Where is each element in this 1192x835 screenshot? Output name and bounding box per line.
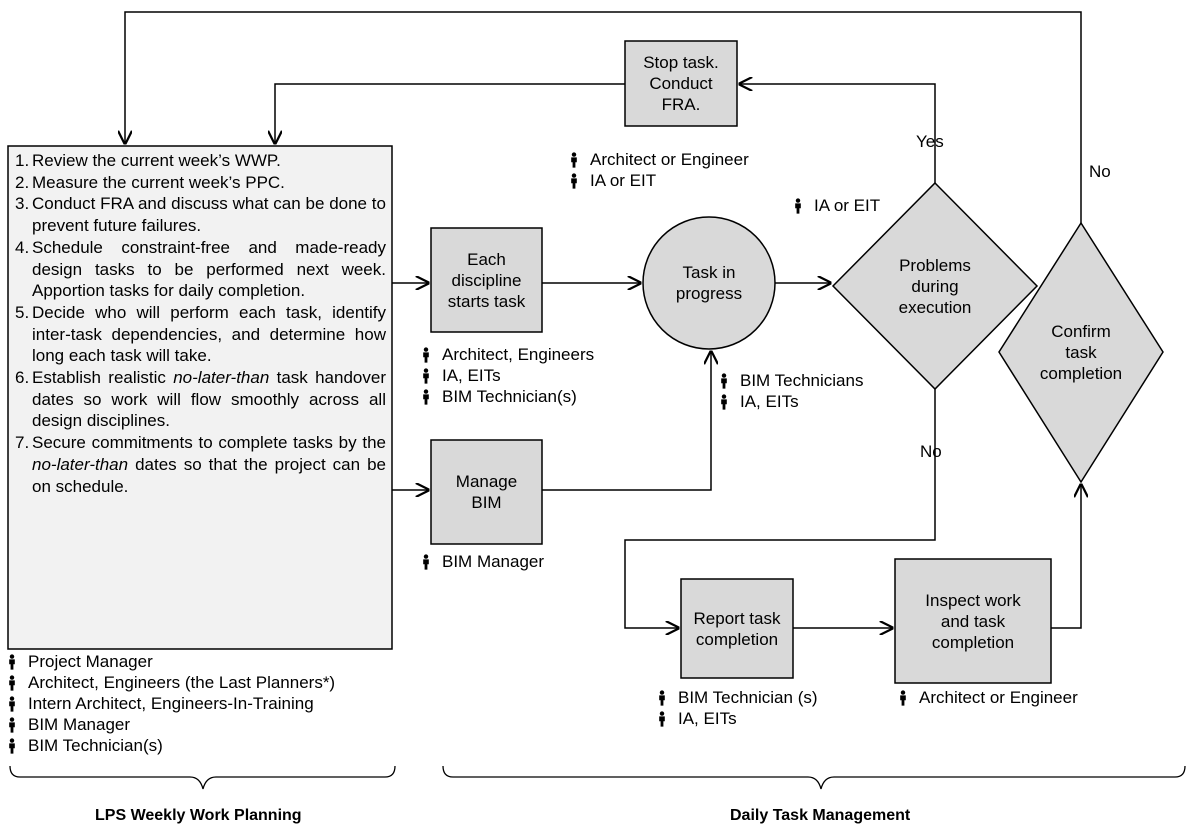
arrow-bim-to-task xyxy=(542,351,711,491)
section-daily-title: Daily Task Management xyxy=(730,807,911,824)
person-icon xyxy=(566,172,582,189)
arrow-stop-to-planning xyxy=(275,83,625,144)
role-text: Architect, Engineers xyxy=(442,345,595,364)
person-icon xyxy=(4,737,20,754)
role-item: Project Manager xyxy=(4,651,335,672)
roles-report: BIM Technician (s) IA, EITs xyxy=(654,687,818,729)
person-icon xyxy=(418,553,434,570)
role-item: BIM Technicians xyxy=(716,370,863,391)
person-icon xyxy=(716,393,732,410)
roles-inspect: Architect or Engineer xyxy=(895,687,1078,708)
roles-problems: IA or EIT xyxy=(790,195,880,216)
person-icon xyxy=(566,151,582,168)
role-text: Project Manager xyxy=(28,652,153,671)
role-item: Intern Architect, Engineers-In-Training xyxy=(4,693,335,714)
role-text: IA or EIT xyxy=(590,171,657,190)
stop-task-label: Stop task. Conduct FRA. xyxy=(643,53,719,114)
person-icon xyxy=(418,367,434,384)
role-item: Architect, Engineers xyxy=(418,344,594,365)
person-icon xyxy=(418,388,434,405)
each-discipline-box xyxy=(430,227,543,333)
loop-confirm-no xyxy=(125,11,1082,223)
person-icon xyxy=(654,689,670,706)
role-text: Intern Architect, Engineers-In-Training xyxy=(28,694,314,713)
person-icon xyxy=(4,674,20,691)
role-item: IA or EIT xyxy=(566,170,749,191)
role-text: BIM Manager xyxy=(442,552,545,571)
arrow-inspect-to-confirm xyxy=(1051,484,1081,629)
role-text: BIM Technicians xyxy=(740,371,864,390)
role-text: IA, EITs xyxy=(442,366,501,385)
manage-bim-box xyxy=(430,439,543,545)
role-item: BIM Manager xyxy=(4,714,335,735)
planning-step: 5.Decide who will perform each task, ide… xyxy=(15,302,386,366)
person-icon xyxy=(4,716,20,733)
role-item: IA or EIT xyxy=(790,195,880,216)
section-planning-title: LPS Weekly Work Planning xyxy=(95,807,302,824)
person-icon xyxy=(654,710,670,727)
inspect-label: Inspect work and task completion xyxy=(925,590,1021,652)
person-icon xyxy=(418,346,434,363)
person-icon xyxy=(790,197,806,214)
no-label-bottom: No xyxy=(920,442,942,461)
task-in-progress-label: Task in progress xyxy=(675,263,743,303)
planning-step: 7.Secure commitments to complete tasks b… xyxy=(15,433,386,496)
role-item: BIM Technician (s) xyxy=(654,687,818,708)
role-text: BIM Manager xyxy=(28,715,131,734)
role-item: Architect or Engineer xyxy=(895,687,1078,708)
planning-box xyxy=(7,145,393,650)
role-text: BIM Technician(s) xyxy=(442,387,577,406)
person-icon xyxy=(895,689,911,706)
roles-manage-bim: BIM Manager xyxy=(418,551,544,572)
planning-step: 6.Establish realistic no-later-than task… xyxy=(15,368,386,431)
planning-step: 4.Schedule constraint-free and made-read… xyxy=(15,237,386,301)
role-text: IA, EITs xyxy=(740,392,799,411)
role-item: IA, EITs xyxy=(716,391,863,412)
planning-step: 3.Conduct FRA and discuss what can be do… xyxy=(15,194,386,236)
inspect-box xyxy=(894,558,1052,684)
report-label: Report task completion xyxy=(693,608,781,649)
role-text: BIM Technician(s) xyxy=(28,736,163,755)
planning-brace xyxy=(9,765,396,790)
role-item: Architect or Engineer xyxy=(566,149,749,170)
planning-steps: 1.Review the current week’s WWP. 2.Measu… xyxy=(8,146,392,649)
role-text: Architect or Engineer xyxy=(590,150,749,169)
daily-brace xyxy=(442,765,1186,790)
report-box xyxy=(680,578,794,679)
role-text: IA, EITs xyxy=(678,709,737,728)
role-item: BIM Technician(s) xyxy=(418,386,594,407)
role-item: Architect, Engineers (the Last Planners*… xyxy=(4,672,335,693)
roles-stop-task: Architect or Engineer IA or EIT xyxy=(566,149,749,191)
planning-step: 1.Review the current week’s WWP. xyxy=(15,151,281,170)
role-text: Architect or Engineer xyxy=(919,688,1078,707)
role-item: BIM Manager xyxy=(418,551,544,572)
role-item: IA, EITs xyxy=(418,365,594,386)
arrow-problems-no xyxy=(624,389,936,628)
role-text: Architect, Engineers (the Last Planners*… xyxy=(28,673,336,692)
person-icon xyxy=(4,695,20,712)
role-text: BIM Technician (s) xyxy=(678,688,818,707)
yes-label: Yes xyxy=(916,132,944,151)
person-icon xyxy=(716,372,732,389)
manage-bim-label: Manage BIM xyxy=(455,472,518,512)
each-discipline-label: Each discipline starts task xyxy=(447,249,526,311)
person-icon xyxy=(4,653,20,670)
role-item: IA, EITs xyxy=(654,708,818,729)
role-item: BIM Technician(s) xyxy=(4,735,335,756)
planning-step: 2.Measure the current week’s PPC. xyxy=(15,172,285,192)
no-label-right: No xyxy=(1089,162,1111,181)
stop-task-box xyxy=(624,40,738,127)
problems-label: Problems during execution xyxy=(898,255,972,317)
arrow-problems-yes xyxy=(739,84,936,183)
confirm-diamond xyxy=(998,221,1164,484)
role-text: IA or EIT xyxy=(814,196,881,215)
confirm-label: Confirm task completion xyxy=(1039,322,1123,383)
